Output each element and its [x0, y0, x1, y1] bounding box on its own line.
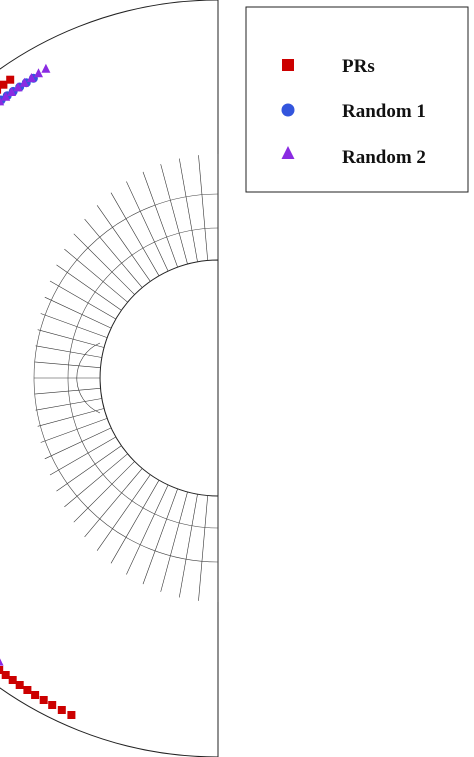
- mesh-line: [34, 388, 101, 395]
- data-point-square: [23, 686, 32, 694]
- data-point-square: [67, 711, 76, 719]
- mesh-line: [35, 398, 102, 411]
- mesh-line: [64, 248, 128, 303]
- mesh-line: [96, 205, 151, 282]
- mesh-line: [110, 192, 160, 276]
- data-point-triangle: [19, 77, 29, 87]
- legend-label-prs: PRs: [342, 56, 375, 77]
- mesh-line: [84, 218, 143, 288]
- data-point-triangle: [13, 82, 23, 92]
- data-point-square: [48, 701, 57, 709]
- data-point-square: [0, 666, 4, 674]
- data-point-square: [31, 691, 40, 699]
- series-layer: [0, 63, 76, 719]
- mesh-line: [198, 155, 208, 261]
- legend-label-random-2: Random 2: [342, 147, 426, 168]
- data-point-square: [6, 75, 15, 84]
- legend-box: [245, 6, 469, 193]
- data-point-square: [8, 676, 17, 684]
- outer-boundary-arc: [0, 0, 219, 757]
- series-random-2: [0, 63, 51, 666]
- data-point-square: [0, 85, 2, 94]
- mesh-line: [44, 296, 112, 329]
- mesh-line: [49, 436, 116, 476]
- mesh-line: [142, 488, 178, 585]
- mesh-line: [126, 484, 169, 575]
- legend-label-random-1: Random 1: [342, 101, 426, 122]
- mesh-arc: [67, 227, 219, 529]
- legend-entry-random-1: Random 1: [281, 101, 426, 122]
- data-point-square: [1, 671, 10, 679]
- mesh-line: [198, 495, 208, 601]
- mesh-arc: [76, 342, 101, 414]
- computational-mesh: [0, 0, 219, 757]
- data-point-square: [15, 681, 24, 689]
- mesh-line: [37, 408, 105, 427]
- mesh-line: [73, 461, 135, 523]
- mesh-line: [73, 233, 135, 295]
- mesh-line: [142, 171, 178, 268]
- mesh-line: [160, 491, 188, 592]
- legend-marker-triangle: [281, 146, 295, 159]
- mesh-line: [35, 345, 102, 358]
- mesh-arc: [33, 193, 219, 563]
- data-point-triangle: [7, 87, 17, 96]
- legend-marker-square: [282, 59, 294, 71]
- mesh-line: [34, 361, 101, 368]
- data-point-square: [39, 696, 48, 704]
- data-point-triangle: [41, 63, 51, 73]
- mesh-line: [84, 468, 143, 538]
- series-prs: [0, 75, 76, 719]
- body-half-circle: [99, 259, 219, 497]
- legend-entry-prs: PRs: [282, 56, 375, 77]
- data-point-triangle: [34, 68, 43, 78]
- data-point-square: [57, 706, 66, 714]
- data-point-triangle: [26, 73, 36, 82]
- mesh-line: [179, 494, 198, 598]
- mesh-line: [110, 480, 160, 564]
- legend: PRs Random 1 Random 2: [245, 6, 469, 193]
- mesh-line: [160, 164, 188, 265]
- mesh-line: [37, 329, 105, 348]
- mesh-line: [126, 181, 169, 272]
- legend-entry-random-2: Random 2: [281, 146, 426, 168]
- mesh-line: [64, 453, 128, 508]
- mesh-line: [96, 474, 151, 551]
- mesh-line: [179, 158, 198, 262]
- data-point-triangle: [1, 91, 11, 101]
- mesh-line: [44, 427, 112, 460]
- data-point-triangle: [0, 658, 4, 666]
- mesh-line: [40, 418, 108, 443]
- data-point-square: [0, 80, 8, 89]
- series-random-1: [0, 73, 38, 106]
- mesh-line: [40, 313, 108, 338]
- mesh-line: [49, 280, 116, 320]
- legend-marker-circle: [281, 103, 295, 117]
- data-point-triangle: [0, 97, 5, 106]
